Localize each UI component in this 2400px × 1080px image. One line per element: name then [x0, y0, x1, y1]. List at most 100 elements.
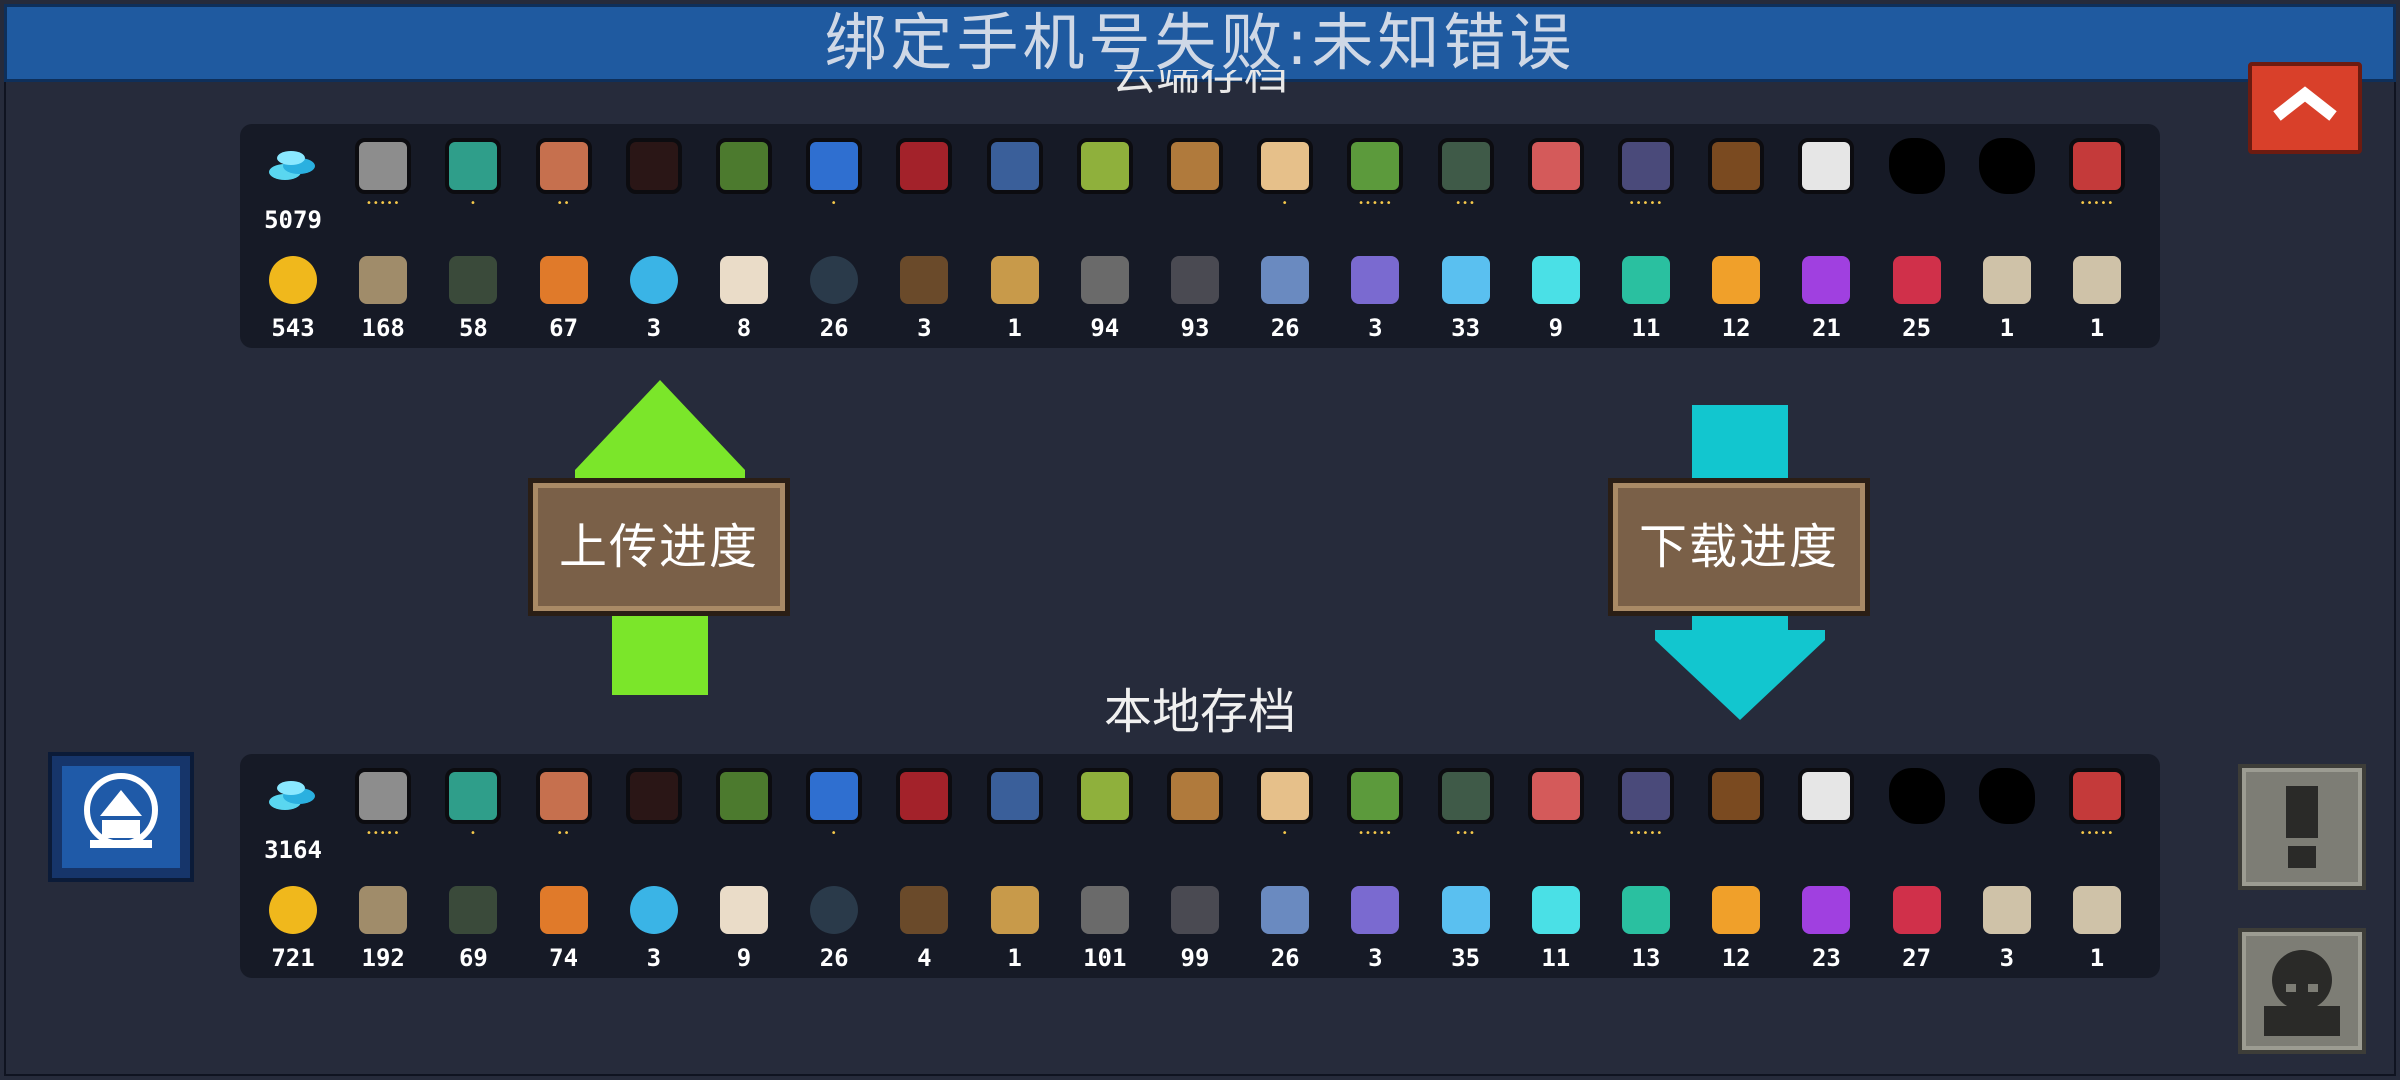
hero-stars: ••• — [1455, 828, 1476, 839]
ore-icon — [539, 886, 588, 934]
material-count: 1 — [1007, 314, 1022, 342]
material-slot: 74 — [521, 872, 607, 972]
swordsman-icon — [1798, 768, 1855, 824]
material-slot: 3 — [1332, 872, 1418, 972]
swordsman-icon — [1798, 138, 1855, 194]
battery-icon — [449, 886, 498, 934]
material-count: 3 — [646, 314, 662, 342]
material-slot: 168 — [340, 242, 426, 342]
material-slot: 3 — [881, 242, 967, 342]
jester-icon — [2069, 768, 2125, 824]
hero-stars: ••••• — [1628, 198, 1664, 209]
seed-bag-icon — [720, 256, 768, 304]
witch-icon — [535, 768, 592, 824]
gem-icon — [269, 781, 315, 810]
orb-icon — [629, 886, 678, 934]
locked-hero-icon — [1978, 768, 2035, 824]
material-count: 721 — [271, 944, 315, 972]
material-count: 99 — [1180, 944, 1210, 972]
hero-slot: • — [1242, 758, 1328, 858]
material-slot: 11 — [1603, 242, 1689, 342]
alert-button[interactable] — [2238, 764, 2366, 890]
elf-icon — [1076, 138, 1133, 194]
violet-crystal-icon — [1802, 256, 1851, 304]
material-slot: 1 — [972, 872, 1058, 972]
ore-icon — [539, 256, 588, 304]
shell-icon — [990, 886, 1039, 934]
hero-slot — [1783, 128, 1869, 228]
necromancer-icon — [1618, 138, 1674, 194]
material-slot: 94 — [1062, 242, 1148, 342]
material-slot: 1 — [2054, 242, 2140, 342]
collapse-button[interactable] — [2248, 62, 2362, 154]
officer-icon — [1708, 138, 1765, 194]
locked-hero-icon — [1888, 768, 1945, 824]
hero-slot — [1874, 128, 1960, 228]
gem-count: 3164 — [264, 836, 322, 864]
material-slot: 3 — [611, 242, 697, 342]
hero-stars: • — [469, 198, 477, 209]
assassin-icon — [625, 138, 682, 194]
material-slot: 11 — [1513, 872, 1599, 972]
knight-icon — [355, 138, 412, 194]
engineer-icon — [716, 138, 772, 194]
upload-progress-button[interactable]: 上传进度 — [528, 478, 790, 616]
material-slot: 721 — [250, 872, 336, 972]
gold-coin-icon — [269, 886, 317, 934]
material-count: 27 — [1902, 944, 1932, 972]
hero-stars: ••••• — [365, 828, 401, 839]
download-progress-button[interactable]: 下载进度 — [1608, 478, 1870, 616]
gold-coin-icon — [269, 256, 317, 304]
taoist-icon — [1527, 768, 1584, 824]
profile-button[interactable] — [2238, 928, 2366, 1054]
hero-slot — [1874, 758, 1960, 858]
chevron-up-icon — [2273, 86, 2337, 121]
feather-icon — [810, 256, 859, 304]
blue-crystal-icon — [1441, 886, 1490, 934]
cloud-save-title: 云端存档 — [1112, 70, 1288, 100]
blue-crystal-icon — [1441, 256, 1490, 304]
material-slot: 25 — [1874, 242, 1960, 342]
material-count: 3 — [646, 944, 662, 972]
seed-bag-icon — [720, 886, 768, 934]
shell-icon — [990, 256, 1039, 304]
scroll-icon — [2073, 256, 2121, 304]
material-count: 168 — [361, 314, 405, 342]
berserker-icon — [1437, 768, 1494, 824]
material-slot: 35 — [1423, 872, 1509, 972]
hero-slot: • — [791, 758, 877, 858]
material-slot: 543 — [250, 242, 336, 342]
vampire-icon — [896, 768, 953, 824]
exclamation-icon — [2286, 786, 2318, 868]
hero-slot — [1062, 128, 1148, 228]
error-banner: 绑定手机号失败:未知错误 — [4, 4, 2396, 82]
scroll-icon — [1982, 886, 2031, 934]
material-count: 3 — [1999, 944, 2015, 972]
hero-stars: •• — [556, 198, 571, 209]
hero-slot: •• — [521, 128, 607, 228]
hero-slot: ••• — [1423, 758, 1509, 858]
hero-slot — [1693, 758, 1779, 858]
hero-slot — [701, 758, 787, 858]
knight-icon — [355, 768, 412, 824]
hero-slot — [1152, 128, 1238, 228]
hero-stars: ••••• — [2079, 828, 2115, 839]
material-count: 4 — [917, 944, 932, 972]
hero-slot: ••••• — [2054, 128, 2140, 228]
material-count: 12 — [1721, 944, 1751, 972]
material-count: 8 — [736, 314, 752, 342]
gear-icon — [1080, 256, 1129, 304]
wood-icon — [359, 886, 408, 934]
hero-stars: ••••• — [1358, 828, 1393, 839]
red-crystal-icon — [1892, 886, 1941, 934]
hero-slot: •• — [521, 758, 607, 858]
cloth-icon — [1261, 256, 1310, 304]
material-count: 3 — [1368, 314, 1383, 342]
hero-slot — [611, 758, 697, 858]
hero-slot: ••••• — [1603, 128, 1689, 228]
material-slot: 1 — [972, 242, 1058, 342]
server-button[interactable] — [48, 752, 194, 882]
material-count: 9 — [736, 944, 752, 972]
hero-slot — [1693, 128, 1779, 228]
hero-slot — [1513, 758, 1599, 858]
